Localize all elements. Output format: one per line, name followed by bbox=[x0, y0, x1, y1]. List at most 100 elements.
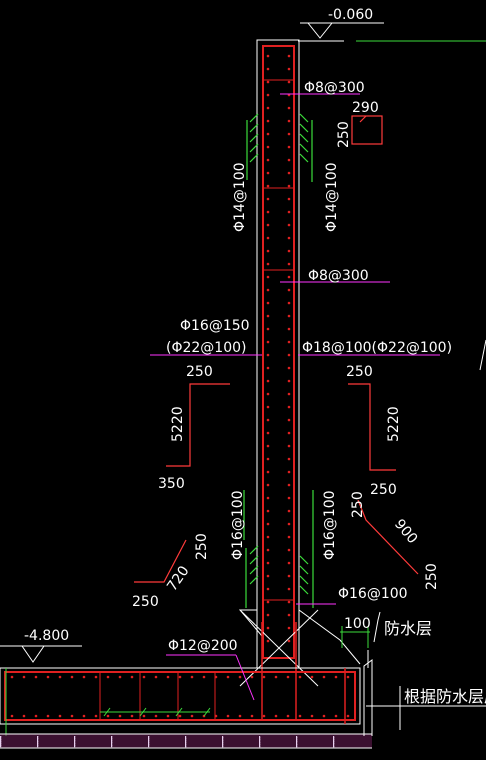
speck bbox=[333, 741, 335, 743]
speck bbox=[259, 746, 261, 748]
speck bbox=[222, 740, 224, 742]
rebar-dot bbox=[262, 675, 266, 679]
speck bbox=[111, 743, 113, 745]
rebar-dot bbox=[130, 675, 134, 679]
rebar-dot bbox=[266, 197, 270, 201]
speck bbox=[148, 740, 150, 742]
label-vert-upper-left: Φ14@100 bbox=[232, 162, 248, 232]
speck bbox=[185, 746, 187, 748]
rebar-dot bbox=[250, 714, 254, 718]
rebar-dot bbox=[287, 587, 291, 591]
speck bbox=[0, 745, 2, 747]
speck bbox=[111, 744, 113, 746]
speck bbox=[111, 740, 113, 742]
speck bbox=[74, 737, 76, 739]
rebar-dot bbox=[266, 392, 270, 396]
rebar-dot bbox=[106, 675, 110, 679]
rebar-dot bbox=[287, 496, 291, 500]
rebar-dot bbox=[266, 340, 270, 344]
rebar-dot bbox=[130, 714, 134, 718]
speck bbox=[222, 739, 224, 741]
rebar-dot bbox=[266, 522, 270, 526]
rebar-dot bbox=[287, 275, 291, 279]
rebar-dot bbox=[287, 353, 291, 357]
speck bbox=[148, 739, 150, 741]
lower-left-bar-shape bbox=[134, 539, 187, 583]
speck bbox=[296, 744, 298, 746]
rebar-dot bbox=[10, 714, 14, 718]
speck bbox=[74, 736, 76, 738]
speck bbox=[111, 741, 113, 743]
rebar-dot bbox=[287, 67, 291, 71]
speck bbox=[185, 738, 187, 740]
speck bbox=[0, 743, 2, 745]
rebar-dot bbox=[266, 366, 270, 370]
speck bbox=[185, 740, 187, 742]
speck bbox=[333, 737, 335, 739]
rebar-dot bbox=[250, 675, 254, 679]
rebar-dot bbox=[346, 675, 350, 679]
speck bbox=[37, 743, 39, 745]
speck bbox=[185, 737, 187, 739]
rebar-dot bbox=[266, 639, 270, 643]
rebar-dot bbox=[287, 366, 291, 370]
speck bbox=[296, 746, 298, 748]
speck bbox=[185, 739, 187, 741]
rebar-dot bbox=[154, 675, 158, 679]
speck bbox=[333, 736, 335, 738]
rebar-dot bbox=[298, 714, 302, 718]
note-group: 防水层 根据防水层厚 bbox=[384, 619, 486, 706]
rebar-dot bbox=[274, 675, 278, 679]
note-by-thickness: 根据防水层厚 bbox=[404, 687, 486, 706]
speck bbox=[185, 743, 187, 745]
speck bbox=[37, 741, 39, 743]
speck bbox=[0, 742, 2, 744]
label-stirrup-mid: Φ8@300 bbox=[308, 268, 369, 284]
speck bbox=[222, 738, 224, 740]
rebar-dot bbox=[94, 714, 98, 718]
rebar-shape-sketches bbox=[134, 115, 419, 583]
rebar-dot bbox=[202, 675, 206, 679]
speck bbox=[185, 741, 187, 743]
rebar-dot bbox=[214, 714, 218, 718]
speck bbox=[296, 741, 298, 743]
dim-right-hook-bot: 250 bbox=[370, 482, 397, 498]
speck bbox=[259, 743, 261, 745]
label-vert-lower-right: Φ16@100 bbox=[322, 490, 338, 560]
rebar-dot bbox=[178, 714, 182, 718]
speck bbox=[37, 740, 39, 742]
dim-right-len: 5220 bbox=[386, 406, 402, 442]
label-base: Φ12@200 bbox=[168, 638, 238, 654]
rebar-dot bbox=[287, 340, 291, 344]
speck bbox=[74, 740, 76, 742]
lower-right-bar-shape bbox=[357, 499, 419, 575]
speck bbox=[74, 742, 76, 744]
rebar-dot bbox=[266, 93, 270, 97]
rebar-dot bbox=[334, 675, 338, 679]
speck bbox=[148, 743, 150, 745]
bottom-level-value: -4.800 bbox=[24, 628, 69, 644]
rebar-dot bbox=[287, 600, 291, 604]
wall-rebar-cage bbox=[262, 45, 295, 659]
rebar-dot bbox=[266, 223, 270, 227]
rebar-dot bbox=[287, 145, 291, 149]
speck bbox=[185, 744, 187, 746]
rebar-dot bbox=[266, 535, 270, 539]
speck bbox=[259, 744, 261, 746]
speck bbox=[111, 742, 113, 744]
top-level-value: -0.060 bbox=[328, 7, 373, 23]
dim-left-hook-top: 250 bbox=[186, 364, 213, 380]
rebar-dot bbox=[287, 249, 291, 253]
label-horiz-right: Φ18@100(Φ22@100) bbox=[302, 340, 452, 356]
rebar-dot bbox=[166, 714, 170, 718]
speck bbox=[37, 742, 39, 744]
speck bbox=[222, 737, 224, 739]
speck bbox=[296, 739, 298, 741]
speck bbox=[74, 738, 76, 740]
speck bbox=[259, 740, 261, 742]
label-corner: Φ16@100 bbox=[338, 586, 408, 602]
rebar-dot bbox=[58, 714, 62, 718]
rebar-dot bbox=[266, 288, 270, 292]
rebar-dot bbox=[46, 675, 50, 679]
rebar-dot bbox=[287, 522, 291, 526]
